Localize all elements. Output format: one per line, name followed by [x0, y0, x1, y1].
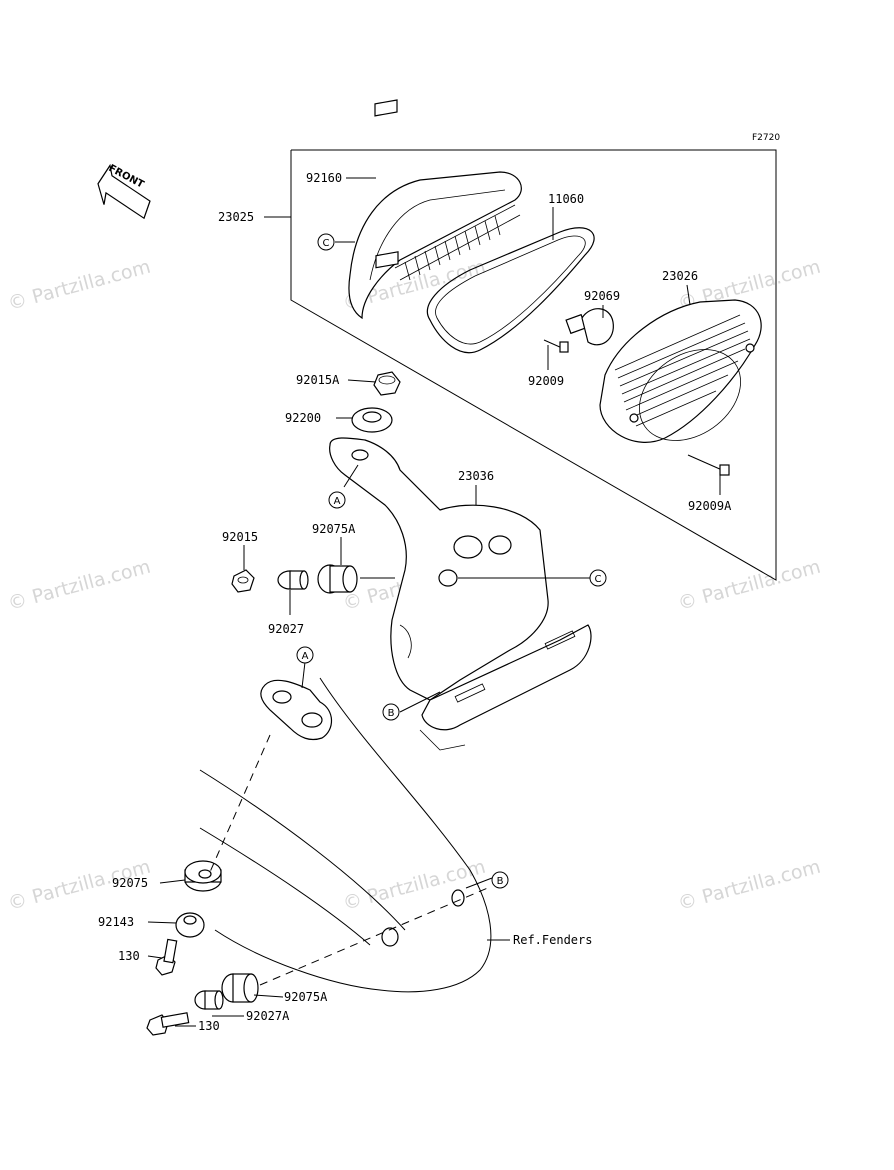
callout-b-upper: B: [382, 703, 400, 721]
svg-text:B: B: [388, 708, 395, 719]
label-23026: 23026: [662, 269, 698, 283]
label-92160: 92160: [306, 171, 342, 185]
bolt-130-upper: [155, 938, 178, 976]
pad-92160-upper: [374, 99, 398, 117]
watermark: © Partzilla.com: [6, 556, 153, 615]
label-92027A: 92027A: [246, 1009, 290, 1023]
label-11060: 11060: [548, 192, 584, 206]
gasket-11060: [426, 227, 595, 354]
assembly-line: [209, 734, 271, 873]
svg-text:C: C: [323, 238, 330, 249]
label-92075A-upper: 92075A: [312, 522, 356, 536]
tail-lamp-housing: [348, 171, 522, 320]
screw-92009: [543, 339, 569, 353]
label-92015: 92015: [222, 530, 258, 544]
washer-92200: [351, 407, 393, 433]
watermark: © Partzilla.com: [676, 856, 823, 915]
screw-92009A: [687, 454, 730, 476]
leader-lines: [147, 177, 721, 1027]
label-92009: 92009: [528, 374, 564, 388]
label-92143: 92143: [98, 915, 134, 929]
grommet-92075A-lower: [221, 973, 259, 1003]
svg-text:A: A: [302, 651, 309, 662]
pad-92160-lower: [375, 251, 399, 269]
label-92027: 92027: [268, 622, 304, 636]
label-92075A-lower: 92075A: [284, 990, 328, 1004]
nut-92015: [231, 569, 255, 593]
bulb-92069: [565, 308, 614, 346]
bracket-23036: [329, 437, 592, 751]
label-ref-fenders: Ref.Fenders: [513, 933, 592, 947]
nut-92015A: [373, 371, 401, 396]
callout-c-lower: C: [589, 569, 607, 587]
collar-92027A: [194, 990, 224, 1010]
label-92015A: 92015A: [296, 373, 340, 387]
label-92069: 92069: [584, 289, 620, 303]
watermark: © Partzilla.com: [6, 256, 153, 315]
figure-code: F2720: [752, 133, 780, 143]
rear-fender: [199, 677, 492, 993]
label-130-lower: 130: [198, 1019, 220, 1033]
lens-23026: [599, 299, 762, 443]
label-130-upper: 130: [118, 949, 140, 963]
front-arrow-icon: FRONT: [97, 163, 151, 220]
callout-c-upper: C: [317, 233, 335, 251]
grommet-92143: [175, 912, 205, 938]
svg-text:B: B: [497, 876, 504, 887]
label-23036: 23036: [458, 469, 494, 483]
callout-a-lower: A: [296, 646, 314, 664]
label-92009A: 92009A: [688, 499, 732, 513]
grommet-92075: [184, 860, 222, 892]
fender-plate: [260, 679, 333, 741]
grommet-92075A-upper: [317, 564, 358, 594]
bolt-130-lower: [146, 1012, 190, 1036]
label-92075: 92075: [112, 876, 148, 890]
svg-text:C: C: [595, 574, 602, 585]
collar-92027: [277, 570, 309, 590]
callout-b-lower: B: [491, 871, 509, 889]
callout-a-upper: A: [328, 491, 346, 509]
svg-text:A: A: [334, 496, 341, 507]
label-23025: 23025: [218, 210, 254, 224]
label-92200: 92200: [285, 411, 321, 425]
assembly-bracket: [264, 149, 777, 581]
